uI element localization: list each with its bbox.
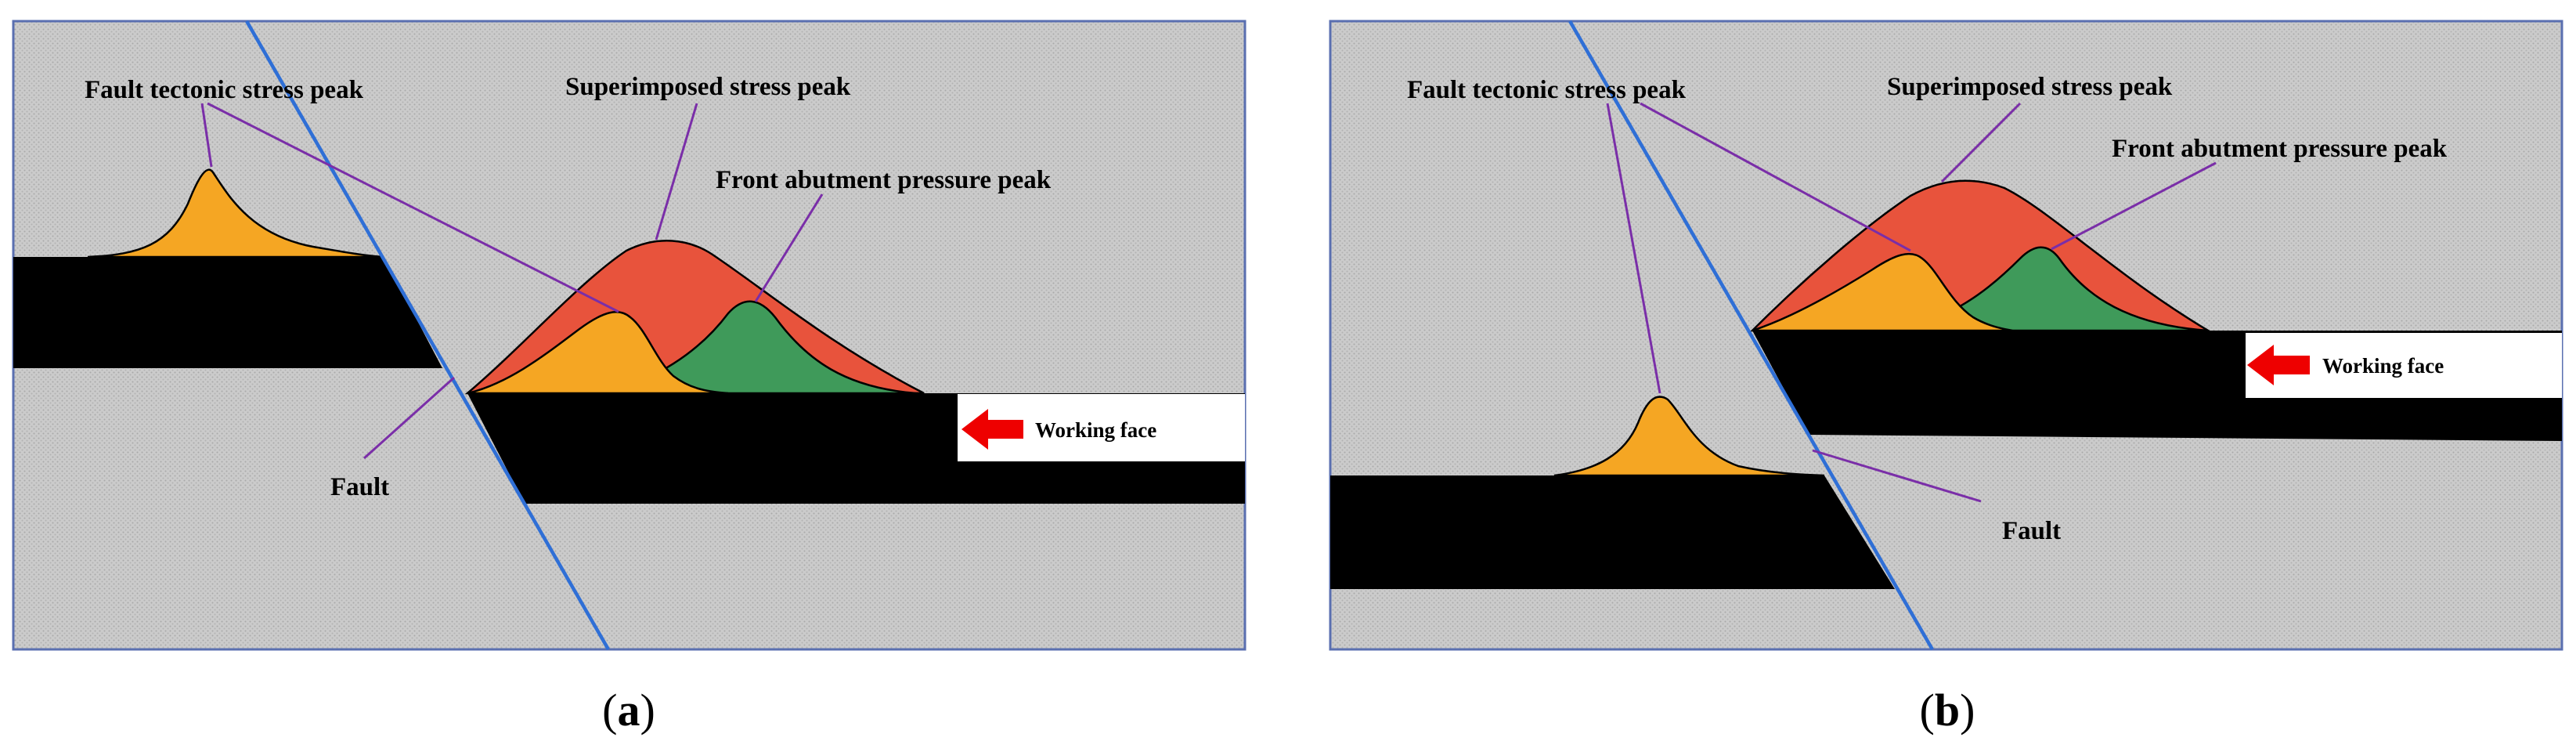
tectonic-peak-left (87, 168, 384, 258)
caption-close-paren: ) (1960, 685, 1975, 736)
caption-letter: a (618, 685, 640, 736)
leader-fault (1812, 449, 1982, 503)
arrow-left-icon (2247, 345, 2310, 385)
panel-b: Working face Fault tectonic stress peak … (1329, 20, 2563, 651)
svg-text:(b): (b) (1920, 685, 1975, 736)
label-fault: Fault (330, 473, 389, 501)
leader-tectonic-right (207, 102, 619, 313)
tectonic-peak-right (1752, 252, 2013, 332)
fault-line (245, 20, 610, 651)
panel-a: Working face Fault tectonic stress peak … (12, 20, 1247, 651)
leader-superimposed (655, 103, 698, 240)
arrow-left-icon (961, 409, 1023, 450)
label-fault: Fault (2002, 517, 2061, 545)
label-front-abutment: Front abutment pressure peak (2112, 135, 2448, 163)
leader-fault (363, 376, 456, 460)
leader-tectonic-left (200, 103, 213, 168)
working-face-box: Working face (2246, 333, 2562, 398)
leader-abutment (754, 193, 824, 302)
working-face-label: Working face (2322, 354, 2444, 378)
label-fault-tectonic: Fault tectonic stress peak (85, 76, 364, 104)
leader-superimposed (1940, 102, 2022, 183)
abutment-peak (622, 300, 924, 395)
label-superimposed: Superimposed stress peak (1887, 73, 2173, 101)
tectonic-peak-right (467, 310, 729, 395)
coal-seam-left (1330, 475, 1895, 589)
caption-b: (b) (1920, 685, 1975, 736)
abutment-peak (1916, 246, 2209, 332)
label-superimposed: Superimposed stress peak (565, 73, 851, 101)
caption-letter: b (1935, 685, 1960, 736)
working-face-box: Working face (958, 394, 1245, 461)
working-face-label: Working face (1035, 418, 1156, 442)
label-fault-tectonic: Fault tectonic stress peak (1407, 76, 1687, 104)
tectonic-peak-left (1553, 396, 1825, 477)
caption-open-paren: ( (602, 685, 617, 736)
leader-abutment (2051, 161, 2217, 251)
coal-seam-left (13, 257, 442, 368)
caption-close-paren: ) (640, 685, 655, 736)
caption-open-paren: ( (1920, 685, 1935, 736)
leader-tectonic-lower (1606, 103, 1661, 394)
fault-line (1568, 20, 1934, 651)
label-front-abutment: Front abutment pressure peak (716, 166, 1052, 194)
caption-a: (a) (602, 685, 655, 736)
leader-tectonic-upper (1640, 102, 1911, 252)
svg-text:(a): (a) (602, 685, 655, 736)
